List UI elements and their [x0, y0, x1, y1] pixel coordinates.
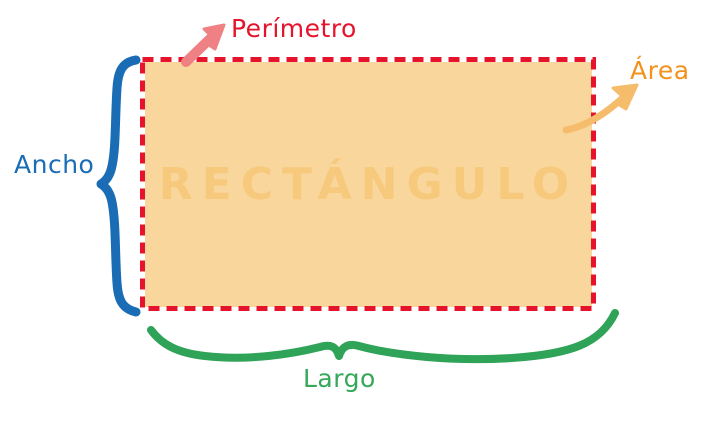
- area-label: Área: [630, 56, 690, 85]
- largo-label: Largo: [303, 364, 376, 393]
- rectangle-fill: [145, 62, 592, 307]
- ancho-label: Ancho: [14, 150, 95, 179]
- rectangle-dashed-border: [140, 57, 596, 311]
- ancho-brace-icon: [96, 55, 141, 317]
- perimetro-label: Perímetro: [231, 14, 357, 43]
- perimetro-arrow-icon: [181, 23, 226, 67]
- largo-brace-icon: [147, 309, 619, 364]
- area-arrow-icon: [562, 83, 639, 134]
